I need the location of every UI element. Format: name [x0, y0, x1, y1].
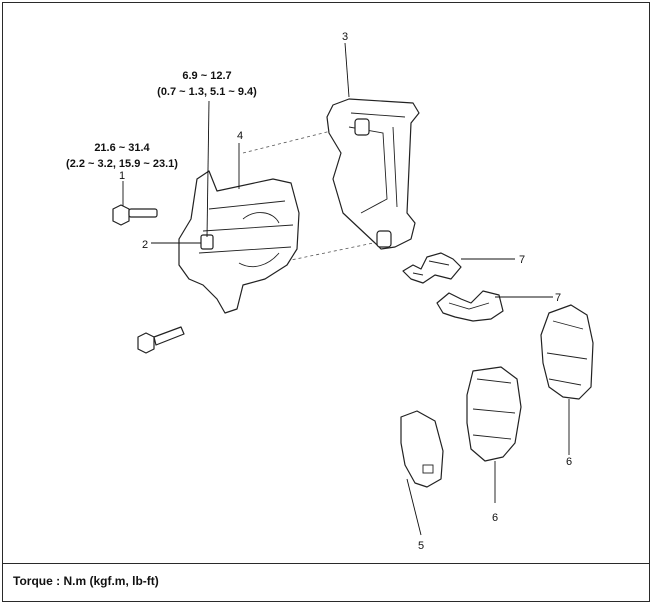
caliper-bracket [326, 98, 420, 250]
pad-retainer-clip-lower [436, 290, 504, 322]
torque-units-legend: Torque : N.m (kgf.m, lb-ft) [13, 574, 159, 588]
pad-retainer-clip-upper [402, 252, 462, 284]
torque-guide-bolt-nm: 21.6 ~ 31.4 [94, 142, 150, 154]
pad-shim [400, 410, 444, 488]
callout-1: 1 [119, 170, 125, 182]
guide-bolt-upper [112, 204, 158, 226]
brake-pad-outer [540, 304, 594, 400]
callout-3: 3 [342, 31, 348, 43]
caliper-body [178, 170, 300, 314]
footer-divider [3, 563, 649, 564]
leader-torque-caliper [206, 100, 210, 238]
brake-caliper-exploded-diagram: 6.9 ~ 12.7 (0.7 ~ 1.3, 5.1 ~ 9.4) 21.6 ~… [66, 31, 594, 552]
callout-5: 5 [418, 540, 424, 552]
brake-pad-inner [466, 366, 522, 462]
leader-3 [344, 42, 350, 98]
callout-4: 4 [237, 130, 243, 142]
leader-5 [406, 478, 422, 536]
torque-guide-bolt-alt: (2.2 ~ 3.2, 15.9 ~ 23.1) [66, 158, 178, 170]
callout-6-outer: 6 [566, 456, 572, 468]
callout-7-upper: 7 [519, 254, 525, 266]
torque-caliper-mount-alt: (0.7 ~ 1.3, 5.1 ~ 9.4) [157, 86, 257, 98]
torque-caliper-mount-nm: 6.9 ~ 12.7 [182, 70, 231, 82]
callout-2: 2 [142, 239, 148, 251]
callout-6-inner: 6 [492, 512, 498, 524]
callout-7-lower: 7 [555, 292, 561, 304]
guide-bolt-lower [137, 326, 185, 354]
